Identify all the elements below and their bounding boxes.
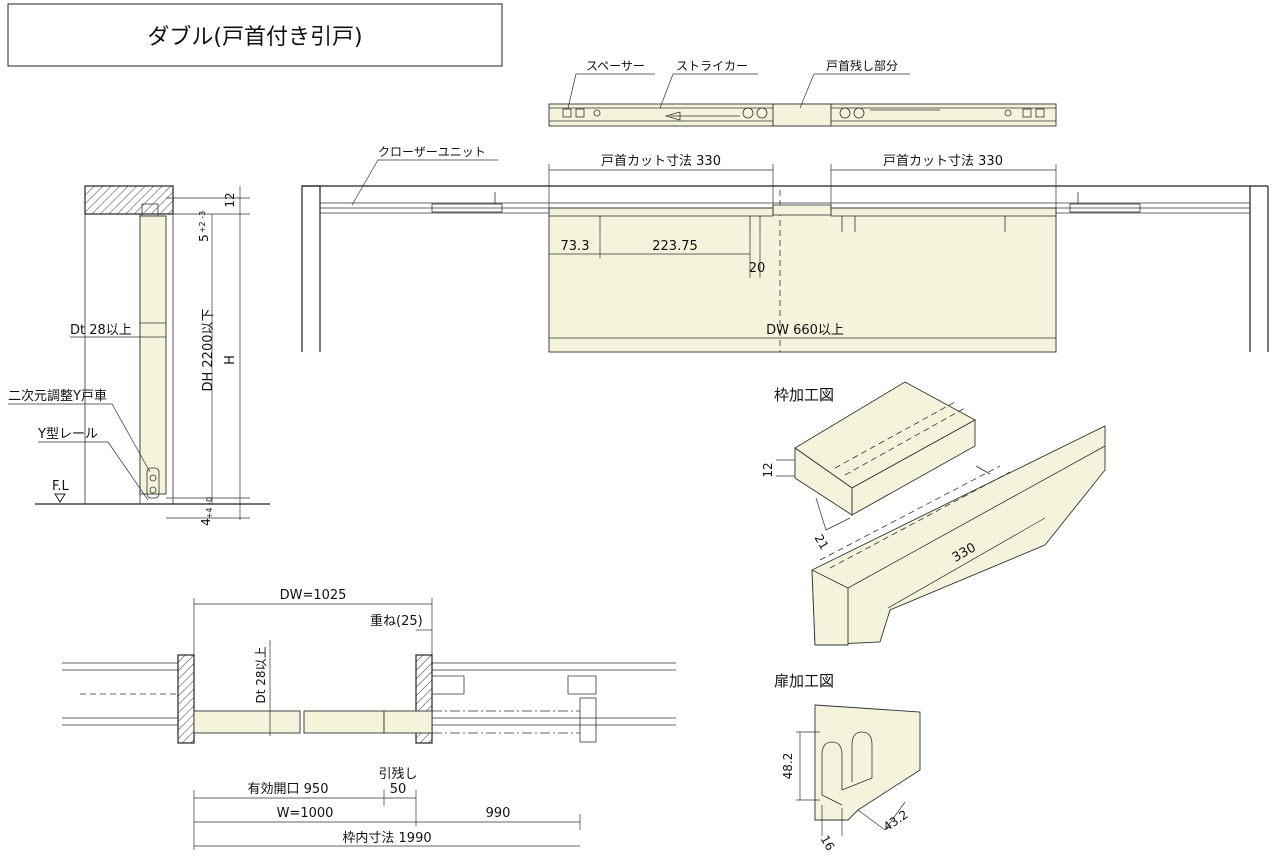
dim-5: 5 bbox=[197, 234, 211, 242]
frame-processing-view: 枠加工図 12 21 330 bbox=[761, 381, 1106, 646]
frame-inner-dim: 枠内寸法 1990 bbox=[342, 830, 431, 846]
section-view: 12 5 +2 -3 DH 2200以下 H 4 +4 -0 Dt 28以上 二… bbox=[8, 185, 270, 526]
top-strip-detail: スペーサー ストライカー 戸首残し部分 bbox=[548, 58, 1057, 127]
door-processing-view: 扉加工図 48.2 43.2 16 bbox=[774, 672, 921, 853]
dim-4: 4 bbox=[199, 518, 213, 526]
dt-28-label: Dt 28以上 bbox=[70, 323, 132, 338]
left-jamb bbox=[177, 654, 195, 744]
door-head-remain-label: 戸首残し部分 bbox=[826, 58, 898, 73]
spacer-parts bbox=[562, 108, 1045, 118]
overlap-dim: 重ね(25) bbox=[370, 613, 423, 629]
dw-660-dim: DW 660以上 bbox=[766, 323, 844, 338]
cut-dim-left: 戸首カット寸法 330 bbox=[601, 154, 721, 169]
dt-28-bottom: Dt 28以上 bbox=[254, 646, 268, 703]
page-title: ダブル(戸首付き引戸) bbox=[147, 25, 362, 50]
w-1000-dim: W=1000 bbox=[277, 806, 334, 821]
frame-dim-12: 12 bbox=[761, 462, 775, 477]
dim-4-tol: +4 -0 bbox=[205, 497, 214, 519]
screws bbox=[599, 216, 1006, 232]
cut-dim-right: 戸首カット寸法 330 bbox=[883, 154, 1003, 169]
door-dim-48-2: 48.2 bbox=[781, 753, 795, 780]
title-box: ダブル(戸首付き引戸) bbox=[7, 3, 503, 67]
dim-50: 50 bbox=[390, 782, 407, 797]
h-dim: H bbox=[223, 355, 238, 365]
dim-20: 20 bbox=[749, 261, 766, 276]
bottom-plan-view: DW=1025 重ね(25) Dt 28以上 有効開口 950 引残し 50 W… bbox=[62, 588, 676, 850]
door-panel-right bbox=[383, 710, 433, 734]
dim-12-head: 12 bbox=[223, 192, 237, 207]
dim-223-75: 223.75 bbox=[652, 239, 698, 254]
closer-unit-label: クローザーユニット bbox=[378, 145, 486, 159]
dim-5-tol: +2 -3 bbox=[198, 211, 207, 233]
fl-label: F.L bbox=[52, 479, 70, 494]
striker-label: ストライカー bbox=[676, 59, 748, 73]
effective-opening-dim: 有効開口 950 bbox=[248, 782, 329, 797]
roller-label: 二次元調整Y戸車 bbox=[8, 388, 107, 404]
door-dim-43-2: 43.2 bbox=[881, 807, 911, 834]
frame-dim-21: 21 bbox=[812, 532, 832, 552]
elevation-view: クローザーユニット 戸首カット寸法 330 戸首カット寸法 330 73.3 2… bbox=[301, 145, 1269, 353]
door-dim-16: 16 bbox=[818, 833, 838, 853]
door-proc-title: 扉加工図 bbox=[774, 672, 834, 690]
frame-proc-title: 枠加工図 bbox=[774, 386, 834, 404]
door-panel-mid bbox=[303, 710, 385, 734]
dw-1025-dim: DW=1025 bbox=[280, 588, 347, 603]
rail-label: Y型レール bbox=[37, 427, 98, 442]
striker-part bbox=[664, 107, 940, 121]
spacer-label: スペーサー bbox=[586, 59, 645, 73]
dim-990: 990 bbox=[486, 806, 511, 821]
pull-remain-label: 引残し bbox=[378, 767, 417, 782]
y-roller bbox=[146, 467, 160, 499]
door-section bbox=[139, 215, 167, 495]
fl-marker bbox=[54, 493, 66, 503]
dh-dim: DH 2200以下 bbox=[201, 308, 216, 391]
dim-73-3: 73.3 bbox=[561, 239, 590, 254]
double-door-body bbox=[548, 207, 1057, 353]
door-panel-left bbox=[193, 710, 301, 734]
head-wall bbox=[84, 185, 174, 215]
